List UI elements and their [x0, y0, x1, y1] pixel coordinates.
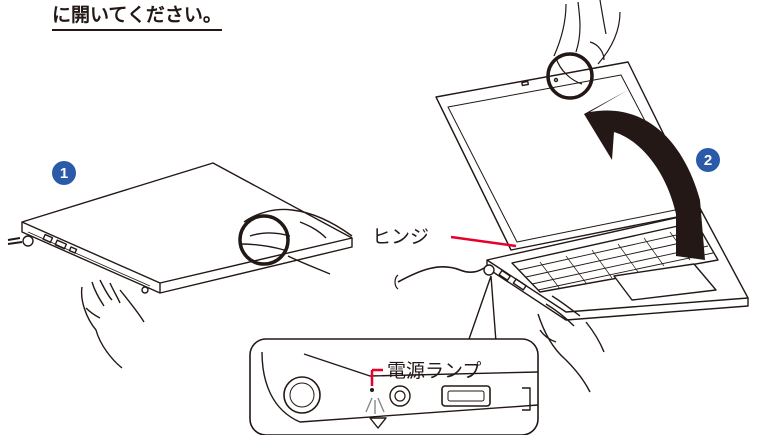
open-direction-arrow: [584, 90, 705, 260]
power-lamp-label: 電源ランプ: [387, 360, 482, 382]
port-detail-inset: [249, 338, 539, 435]
step-2-badge: 2: [696, 148, 720, 172]
hinge-callout-line: [450, 235, 517, 248]
closed-laptop: [7, 162, 353, 294]
lamp-callout-line: [370, 368, 383, 386]
hinge-label: ヒンジ: [372, 226, 430, 248]
step-1-badge: 1: [52, 161, 76, 185]
instruction-heading: に開いてください。: [52, 0, 222, 31]
open-laptop: [435, 61, 749, 321]
